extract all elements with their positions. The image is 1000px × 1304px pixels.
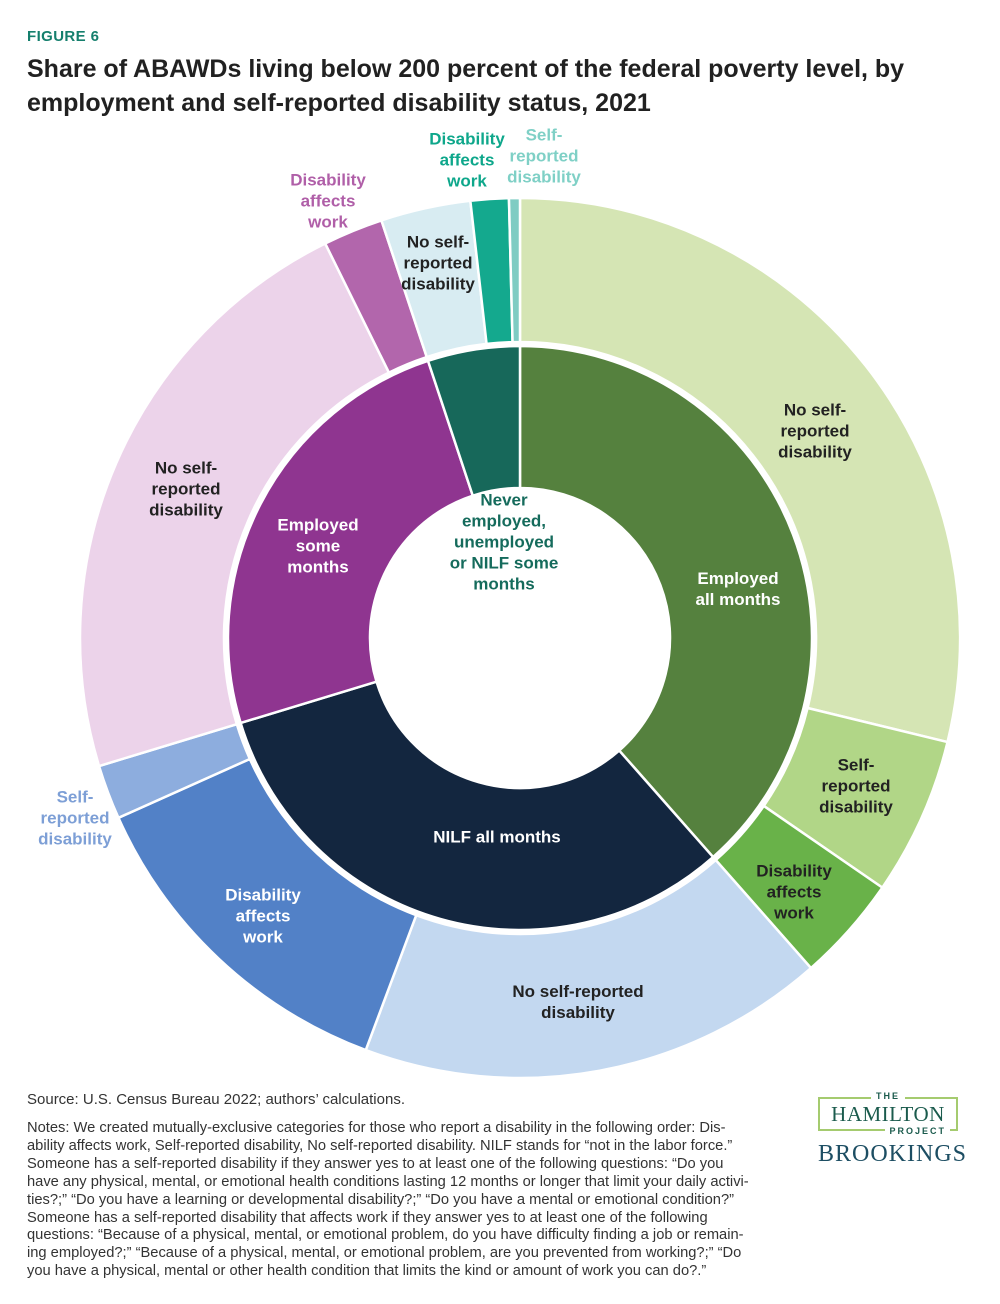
label-employed-some-months: Employed some months [277, 515, 359, 577]
outer-segment-employed-all-months--no-self-reported-disability [518, 196, 962, 744]
brookings-logo: BROOKINGS [818, 1141, 968, 1167]
figure-number: FIGURE 6 [27, 28, 100, 45]
outer-segment-never-employed-unemployed-or-nilf-some-months--self-reported-disability [507, 196, 522, 344]
label-nilf-all-months--no-self-reported-disability: No self-reported disability [512, 982, 644, 1022]
hamilton-project-logo: THE HAMILTON PROJECT [818, 1091, 958, 1136]
inner-segment-nilf-all-months [239, 680, 715, 932]
label-employed-some-months--no-self-reported-disability: No self- reported disability [149, 458, 223, 520]
inner-segment-employed-all-months [518, 344, 814, 859]
outer-segment-nilf-all-months--no-self-reported-disability [364, 858, 813, 1080]
page-title: Share of ABAWDs living below 200 percent… [27, 55, 905, 117]
outer-segment-employed-some-months--no-self-reported-disability [78, 242, 391, 768]
hamilton-logo-name: HAMILTON [831, 1102, 945, 1126]
label-employed-all-months--no-self-reported-disability: No self- reported disability [778, 400, 852, 462]
label-employed-all-months--disability-affects-work: Disability affects work [756, 861, 832, 923]
label-nilf-all-months--disability-affects-work: Disability affects work [225, 885, 301, 947]
label-nilf-all-months--self-reported-disability: Self- reported disability [38, 787, 112, 849]
label-never-employed-unemployed-or-nilf-some-months--no-self-reported-disability: No self- reported disability [401, 232, 475, 294]
notes-line: ability affects work, Self-reported disa… [27, 1137, 733, 1154]
label-never-employed-unemployed-or-nilf-some-months--disability-affects-work: Disability affects work [429, 129, 505, 191]
notes-line: questions: “Because of a physical, menta… [27, 1227, 744, 1244]
notes-line: Someone has a self-reported disability t… [27, 1209, 708, 1226]
label-employed-some-months--disability-affects-work: Disability affects work [290, 170, 366, 232]
notes-line: you have a physical, mental or other hea… [27, 1263, 707, 1280]
notes-line: Someone has a self-reported disability i… [27, 1155, 724, 1172]
label-never-employed-unemployed-or-nilf-some-months--self-reported-disability: Self- reported disability [507, 125, 581, 187]
inner-segment-employed-some-months [226, 359, 474, 725]
notes-line: ing employed?;” “Because of a physical, … [27, 1245, 742, 1262]
notes-line: Notes: We created mutually-exclusive cat… [27, 1120, 726, 1136]
label-nilf-all-months: NILF all months [433, 827, 561, 847]
label-employed-all-months--self-reported-disability: Self- reported disability [819, 755, 893, 817]
hamilton-logo-project: PROJECT [885, 1126, 950, 1136]
hamilton-logo-the: THE [871, 1091, 905, 1101]
notes-line: ties?;” “Do you have a learning or devel… [27, 1191, 735, 1208]
notes-line: have any physical, mental, or emotional … [27, 1173, 749, 1190]
notes-text: Notes: We created mutually-exclusive cat… [27, 1120, 837, 1281]
label-employed-all-months: Employed all months [695, 569, 781, 609]
inner-segment-never-employed-unemployed-or-nilf-some-months [426, 344, 522, 497]
source-note: Source: U.S. Census Bureau 2022; authors… [27, 1091, 405, 1108]
label-center-never-employed: Never employed, unemployed or NILF some … [449, 490, 559, 594]
